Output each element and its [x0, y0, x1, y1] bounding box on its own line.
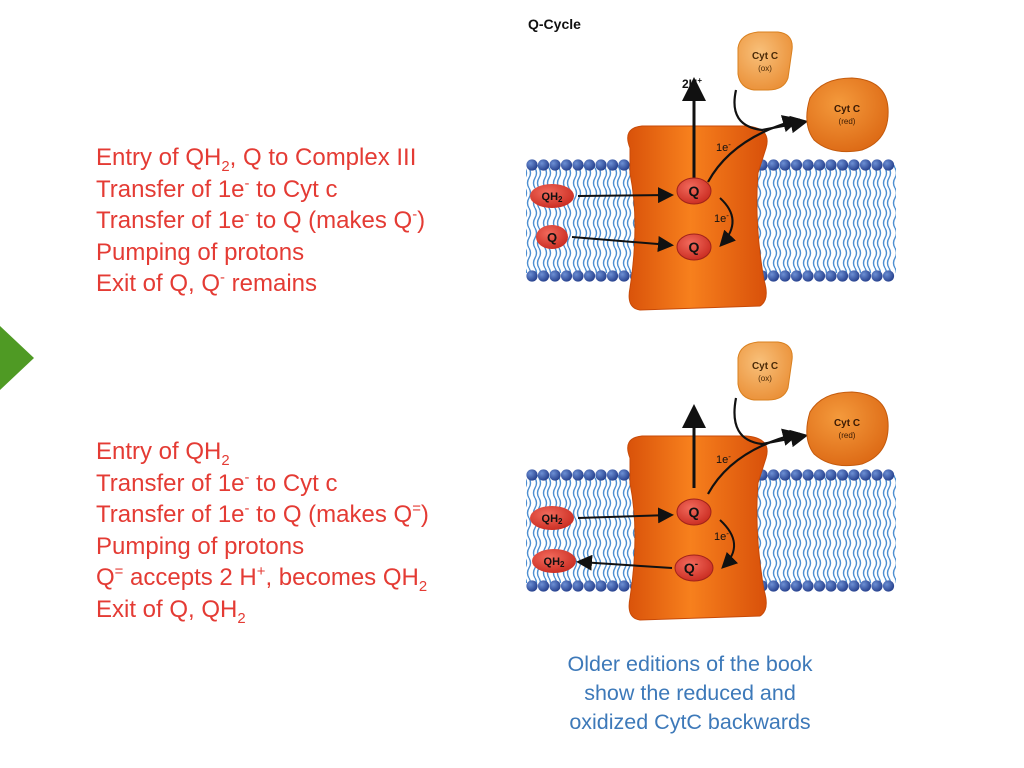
cytc-red: Cyt C (red) [806, 77, 889, 153]
svg-text:Cyt C: Cyt C [834, 418, 860, 429]
svg-text:Q: Q [689, 504, 700, 520]
svg-text:QH2: QH2 [544, 556, 566, 569]
electron-to-cytc-arrow [707, 428, 801, 495]
step-item: Transfer of 1e- to Q (makes Q-) [96, 207, 426, 234]
step-item: Exit of Q, Q- remains [96, 270, 318, 297]
svg-text:QH2: QH2 [542, 191, 564, 204]
complex-iii [627, 125, 768, 311]
step-item: Exit of Q, QH2 [96, 595, 246, 627]
svg-text:1e-: 1e- [716, 452, 731, 466]
diagram-title: Q-Cycle [528, 16, 581, 32]
q-site-upper: Q [676, 498, 712, 526]
complex-iii [627, 435, 768, 621]
q-site-lower: Q [676, 233, 712, 261]
step-item: Entry of QH2 [96, 438, 230, 469]
svg-text:(ox): (ox) [758, 374, 772, 383]
step-item: Pumping of protons [96, 238, 305, 266]
exit-arrow [576, 554, 673, 571]
electron-label: 1e [714, 213, 726, 225]
editions-note: Older editions of the book show the redu… [530, 650, 850, 737]
electron-label: 1e [716, 454, 728, 466]
next-slide-arrow[interactable] [0, 326, 34, 390]
note-line: oxidized CytC backwards [569, 710, 811, 734]
electron-cycle-arrow [719, 197, 737, 247]
svg-text:QH2: QH2 [542, 513, 564, 526]
svg-text:(red): (red) [839, 117, 856, 126]
step-item: Transfer of 1e- to Cyt c [96, 469, 338, 497]
svg-text:(red): (red) [839, 431, 856, 440]
q-site-lower: Q- [674, 554, 714, 582]
note-line: Older editions of the book [567, 652, 813, 676]
proton-charge: + [697, 76, 702, 85]
entry-arrow [571, 236, 674, 252]
svg-text:1e-: 1e- [714, 529, 729, 543]
step-item: Transfer of 1e- to Q (makes Q=) [96, 501, 429, 528]
svg-text:Q: Q [689, 183, 700, 199]
top-q-cycle-panel: 2H+ 1e- Cyt C (ox) Cyt C (red) QH2 Q [526, 31, 896, 311]
svg-text:Cyt C: Cyt C [752, 51, 778, 62]
electron-to-cytc-arrow [707, 115, 801, 183]
proton-label: 2H [682, 77, 697, 91]
cytc-red: Cyt C (red) [806, 391, 889, 467]
step-item: Pumping of protons [96, 532, 305, 560]
electron-label: 1e [714, 531, 726, 543]
note-line: show the reduced and [584, 681, 796, 705]
svg-text:Cyt C: Cyt C [752, 361, 778, 372]
svg-text:Q-: Q- [684, 559, 698, 576]
cytc-transfer-arrow [733, 89, 809, 134]
qh2-molecule: QH2 [530, 506, 574, 530]
svg-text:Q: Q [689, 239, 700, 255]
entry-arrow [577, 187, 674, 204]
q-cycle-diagram: Q-Cycle 2H+ 1e- Cyt C (ox) Cyt C (red) [526, 16, 896, 621]
step-item: Entry of QH2, Q to Complex III [96, 144, 417, 175]
q-site-upper: Q [676, 177, 712, 205]
electron-label: 1e [716, 142, 728, 154]
svg-text:Q: Q [547, 230, 557, 245]
step-item: Q= accepts 2 H+, becomes QH2 [96, 564, 428, 595]
bottom-q-cycle-panel: 1e- Cyt C (ox) Cyt C (red) QH2 QH2 [526, 341, 896, 621]
svg-text:1e-: 1e- [716, 140, 731, 154]
svg-text:Cyt C: Cyt C [834, 104, 860, 115]
entry-arrow [577, 507, 674, 524]
electron-cycle-arrow [719, 519, 739, 569]
cytc-ox: Cyt C (ox) [737, 341, 793, 401]
qh2-molecule: QH2 [532, 549, 576, 573]
cytc-transfer-arrow [733, 397, 809, 448]
step-item: Transfer of 1e- to Cyt c [96, 175, 338, 203]
q-molecule: Q [536, 225, 568, 249]
qh2-molecule: QH2 [530, 184, 574, 208]
svg-text:(ox): (ox) [758, 64, 772, 73]
svg-text:2H+: 2H+ [682, 76, 702, 91]
svg-text:1e-: 1e- [714, 211, 729, 225]
cytc-ox: Cyt C (ox) [737, 31, 793, 91]
